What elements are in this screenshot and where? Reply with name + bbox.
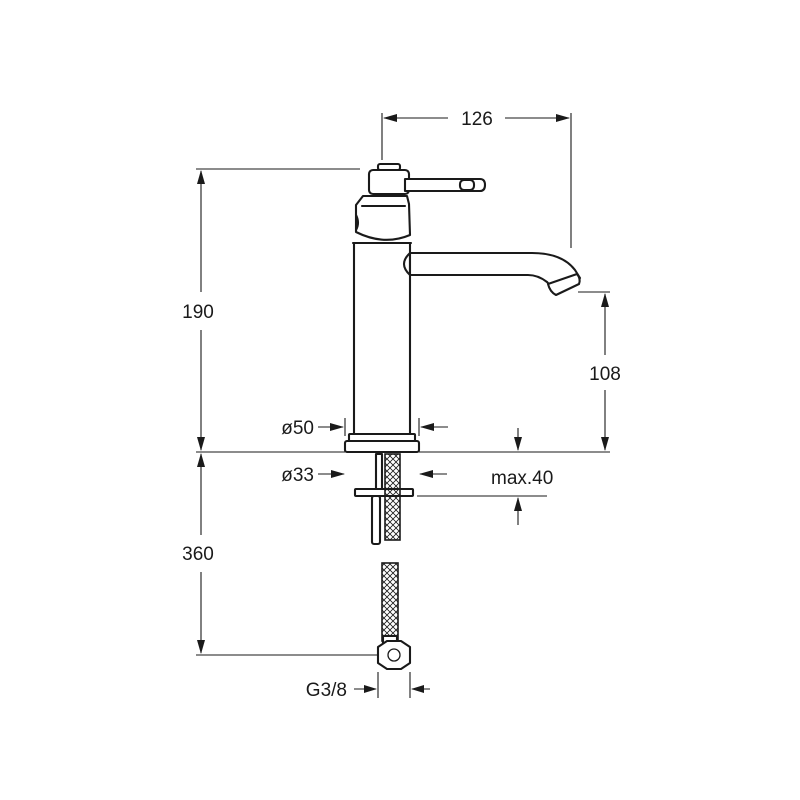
dim-label-total-height: 190 xyxy=(182,302,214,323)
dim-hole-diameter: ø33 xyxy=(281,465,447,486)
mounting-washer xyxy=(353,487,415,498)
faucet-outline xyxy=(343,162,582,671)
dim-label-hose-length: 360 xyxy=(182,544,214,565)
dim-label-spout-height: 108 xyxy=(589,364,621,385)
dim-label-connection-thread: G3/8 xyxy=(306,680,347,701)
base-rosette xyxy=(343,432,421,454)
dim-label-spout-reach: 126 xyxy=(461,109,493,130)
hose-nut xyxy=(376,634,412,671)
dim-total-height: 190 xyxy=(182,168,360,453)
cartridge-housing xyxy=(354,194,412,241)
dim-spout-height: 108 xyxy=(419,291,621,453)
dim-connection-thread: G3/8 xyxy=(306,672,430,701)
faucet-column xyxy=(352,241,412,436)
dim-label-base-diameter: ø50 xyxy=(281,418,314,439)
dim-max-deck-thickness: max.40 xyxy=(417,428,553,525)
dim-label-max-deck-thickness: max.40 xyxy=(491,468,553,489)
dim-base-diameter: ø50 xyxy=(281,418,448,439)
dim-hose-length: 360 xyxy=(182,453,378,656)
dim-label-hole-diameter: ø33 xyxy=(281,465,314,486)
lever-handle xyxy=(367,162,487,196)
threaded-rod xyxy=(374,452,384,491)
dim-spout-reach: 126 xyxy=(381,109,572,248)
braided-hose-lower xyxy=(381,562,399,642)
braided-hose-upper xyxy=(384,453,401,541)
